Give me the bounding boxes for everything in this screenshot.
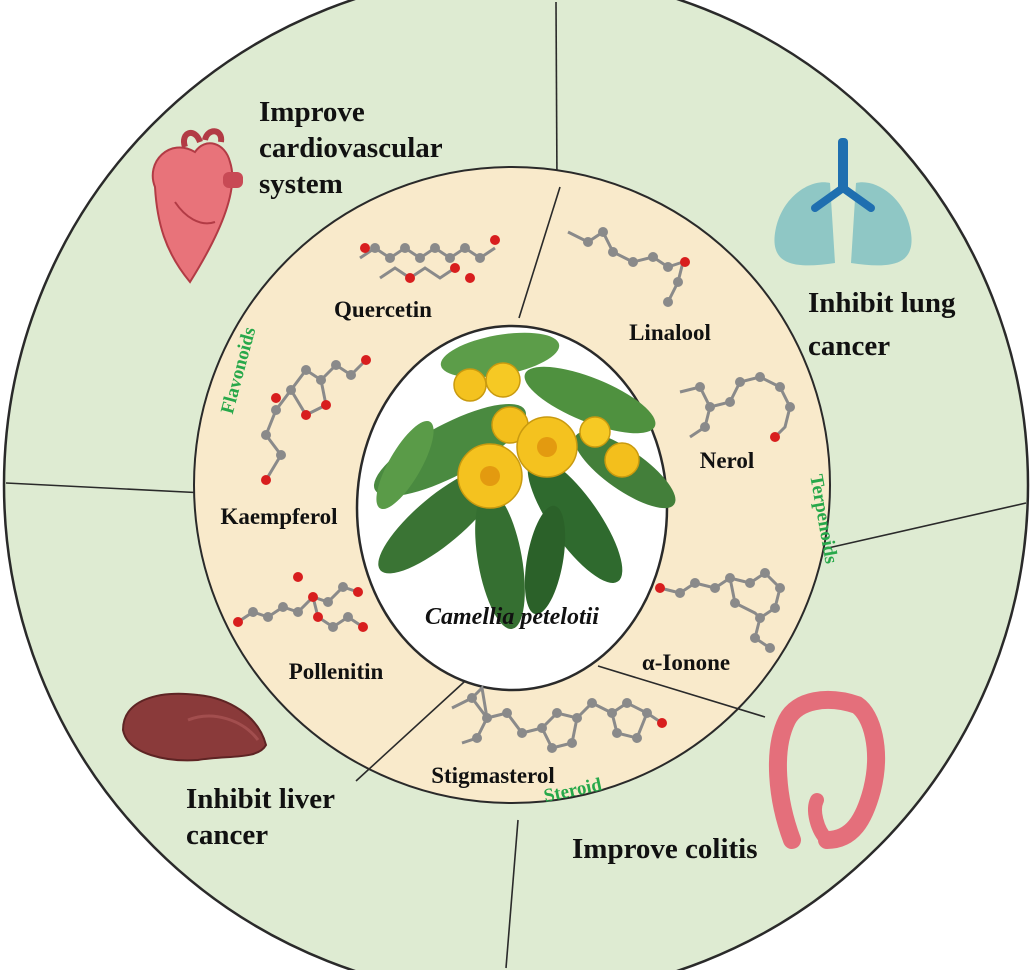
compound-label-nerol: Nerol [700,448,755,473]
colon-icon [768,691,886,849]
effect-label-cardio: Improve cardiovascular system [259,96,449,200]
effect-line: Improve [259,96,365,128]
lungs-icon [774,138,912,266]
effect-line: cancer [186,819,268,851]
pollenitin-molecule-icon [233,572,368,632]
compound-label-pollenitin: Pollenitin [289,659,384,684]
heart-icon [151,128,243,284]
ionone-molecule-icon [655,568,785,653]
effect-label-liver: Inhibit liver cancer [186,783,342,851]
compound-label-linalool: Linalool [629,320,711,345]
quercetin-molecule-icon [359,235,500,283]
effect-line: Improve colitis [572,833,758,865]
effect-line: cancer [808,330,890,362]
effect-line: cardiovascular [259,132,443,164]
effect-label-colitis: Improve colitis [572,833,758,865]
effect-line: Inhibit liver [186,783,335,815]
effect-line: Inhibit lung [808,287,956,319]
compound-label-quercetin: Quercetin [334,297,432,322]
stigmasterol-molecule-icon [451,684,667,753]
effect-label-lung: Inhibit lung cancer [808,287,963,362]
compound-label-kaempferol: Kaempferol [220,504,337,529]
linalool-molecule-icon [567,227,690,307]
compound-label-ionone: α-Ionone [642,650,730,675]
outer-ring-dividers [5,1,1027,969]
effect-line: system [259,168,343,200]
camellia-plant-illustration [373,332,676,630]
inner-ring-dividers [355,186,766,782]
liver-icon [121,692,268,762]
compound-label-stigmasterol: Stigmasterol [431,763,555,788]
center-title: Camellia petelotii [425,604,599,630]
nerol-molecule-icon [679,372,795,442]
kaempferol-molecule-icon [261,355,371,485]
